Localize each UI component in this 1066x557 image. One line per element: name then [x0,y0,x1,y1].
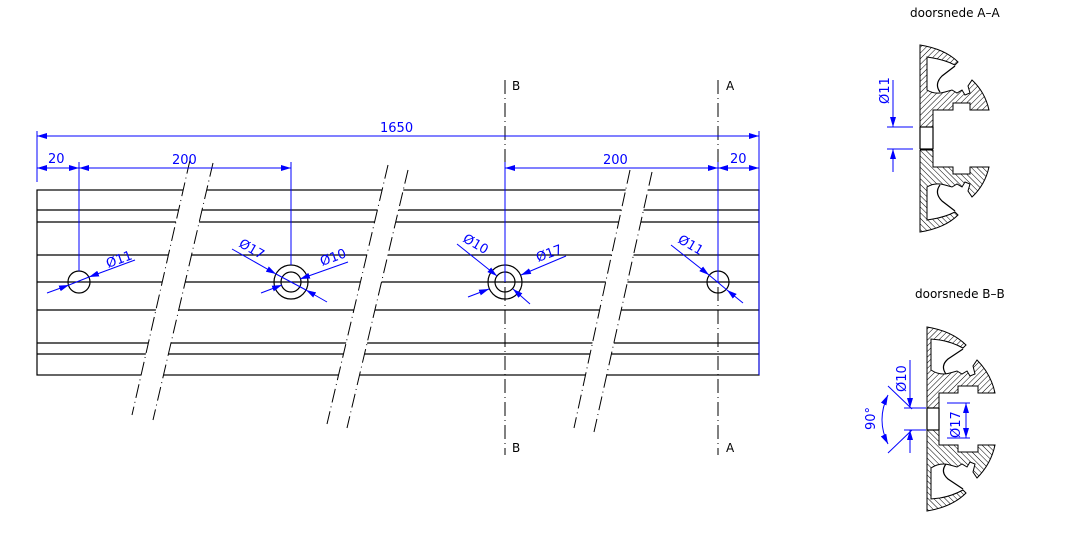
right-spacing-dim: 200 [603,153,628,168]
section-bb-profile [926,326,996,512]
section-b-label-bottom: B [512,441,520,455]
section-a-label-bottom: A [726,441,735,455]
hole3-inner-dia-dim: Ø10 [460,231,491,257]
break-line-2 [326,164,409,429]
section-bb-dimensions [880,360,970,454]
break-line-3 [573,169,653,433]
hole2-outer-dia-dim: Ø17 [236,236,267,262]
hole3-outer-dia-dim: Ø17 [534,243,564,266]
break-line-1 [131,159,214,421]
right-offset-dim: 20 [730,152,747,167]
left-spacing-dim: 200 [172,153,197,168]
section-bb-outer-dia: Ø17 [949,411,964,438]
dimensions [36,131,760,375]
left-offset-dim: 20 [48,152,65,167]
section-bb-angle: 90° [864,407,879,430]
section-bb-inner-dia: Ø10 [895,365,910,392]
section-aa-title: doorsnede A–A [910,6,1000,20]
hole1-dia-dim: Ø11 [104,249,134,272]
hole2-inner-dia-dim: Ø10 [318,247,348,270]
section-aa-dimension [887,80,913,172]
profile-side-view [36,189,760,376]
section-bb-title: doorsnede B–B [915,287,1005,301]
hole-2-inner [280,271,302,293]
section-b-label-top: B [512,79,520,93]
section-aa-profile [919,44,990,233]
section-a-label-top: A [726,79,735,93]
overall-length-dim: 1650 [380,121,413,136]
section-aa-hole-dia: Ø11 [878,77,893,104]
